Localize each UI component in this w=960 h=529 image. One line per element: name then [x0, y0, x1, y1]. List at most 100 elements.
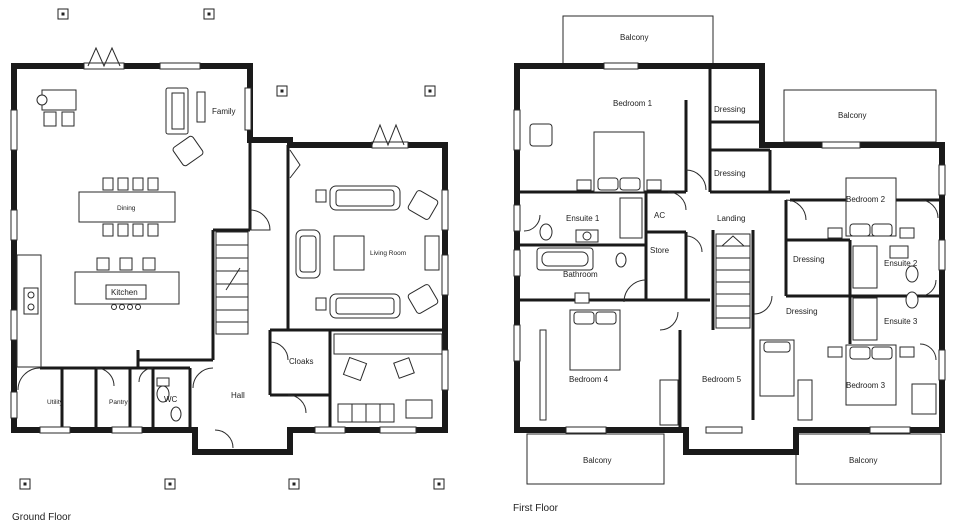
room-label-ensuite-2: Ensuite 2 — [884, 259, 918, 268]
toilet-icon — [905, 291, 919, 309]
armchair-icon — [407, 190, 439, 220]
door-swing-icon — [95, 367, 115, 387]
door-swing-icon — [659, 311, 679, 331]
survey-marker-icon — [433, 478, 445, 490]
window-icon — [10, 391, 18, 419]
door-swing-icon — [192, 367, 214, 389]
balcony-bottom-right — [795, 433, 942, 485]
room-label-bathroom: Bathroom — [563, 270, 598, 279]
window-icon — [111, 426, 143, 434]
bifold-door-icon — [289, 149, 301, 179]
armchair-icon — [393, 357, 415, 379]
room-label-balcony-right: Balcony — [838, 111, 866, 120]
dining-table-icon — [78, 177, 176, 237]
toilet-icon — [170, 406, 182, 422]
stair-icon — [215, 231, 249, 335]
survey-marker-icon — [276, 85, 288, 97]
toilet-icon — [539, 223, 553, 241]
room-label-dressing-2: Dressing — [714, 169, 746, 178]
window-icon — [513, 204, 521, 232]
sink-icon — [575, 229, 599, 243]
side-table — [315, 189, 327, 203]
room-label-store: Store — [650, 246, 670, 255]
ground-floor-plan: Family Dining Kitchen Living Room Cloaks… — [10, 46, 449, 523]
window-icon — [371, 141, 409, 149]
bifold-door-icon — [371, 123, 405, 147]
window-icon — [869, 426, 911, 434]
window-icon — [938, 349, 946, 381]
window-icon — [603, 62, 639, 70]
room-label-bedroom-3: Bedroom 3 — [846, 381, 886, 390]
room-label-kitchen: Kitchen — [111, 288, 138, 297]
bathtub-icon — [619, 197, 643, 239]
sink-icon — [889, 245, 909, 259]
room-label-balcony-bottom-right: Balcony — [849, 456, 877, 465]
bed-icon — [759, 339, 795, 397]
bathtub-icon — [852, 245, 878, 289]
survey-marker-icon — [424, 85, 436, 97]
window-icon — [39, 426, 71, 434]
first-floor-caption: First Floor — [513, 503, 559, 514]
door-swing-icon — [753, 295, 773, 315]
window-icon — [705, 426, 743, 434]
sofa-icon — [165, 87, 189, 135]
room-label-ac: AC — [654, 211, 665, 220]
room-label-bedroom-1: Bedroom 1 — [613, 99, 653, 108]
room-label-living-room: Living Room — [370, 250, 406, 257]
door-swing-icon — [269, 341, 289, 361]
side-table — [196, 91, 206, 123]
desk-icon — [333, 333, 443, 355]
window-icon — [441, 349, 449, 391]
window-icon — [10, 109, 18, 151]
side-table — [315, 297, 327, 311]
armchair-icon — [407, 284, 439, 314]
media-unit — [424, 235, 440, 271]
window-icon — [821, 141, 861, 149]
door-swing-icon — [919, 279, 937, 297]
room-label-ensuite-1: Ensuite 1 — [566, 214, 600, 223]
tv-unit — [405, 399, 433, 419]
door-swing-icon — [287, 394, 307, 414]
window-icon — [565, 426, 607, 434]
window-icon — [441, 254, 449, 296]
window-icon — [938, 239, 946, 271]
door-swing-icon — [214, 429, 234, 449]
window-icon — [244, 87, 252, 131]
room-label-family: Family — [212, 107, 236, 116]
window-icon — [10, 309, 18, 341]
survey-marker-icon — [288, 478, 300, 490]
room-label-dressing-4: Dressing — [786, 307, 818, 316]
window-icon — [938, 164, 946, 196]
sofa-icon — [329, 293, 401, 319]
sofa-icon — [329, 185, 401, 211]
room-label-utility: Utility — [47, 399, 64, 406]
wardrobe — [797, 379, 813, 421]
bed-icon — [827, 177, 915, 239]
desk-icon — [36, 89, 77, 127]
door-swing-icon — [138, 367, 154, 383]
stair-icon — [715, 233, 751, 329]
door-swing-icon — [685, 235, 703, 253]
first-floor-plan: Balcony Bedroom 1 Dressing Dressing Balc… — [513, 15, 946, 514]
room-label-wc: WC — [164, 395, 178, 404]
bed-icon — [569, 292, 621, 371]
first-windows — [513, 62, 946, 434]
room-label-landing: Landing — [717, 214, 745, 223]
survey-markers — [19, 8, 445, 490]
door-swing-icon — [685, 169, 707, 191]
room-label-cloaks: Cloaks — [289, 357, 313, 366]
hob-icon — [23, 287, 39, 315]
wardrobe — [659, 379, 679, 426]
toilet-icon — [905, 265, 919, 283]
bed-icon — [576, 131, 662, 193]
window-icon — [314, 426, 346, 434]
armchair-icon — [172, 135, 204, 167]
door-swing-icon — [249, 209, 271, 231]
survey-marker-icon — [19, 478, 31, 490]
sofa-icon — [295, 229, 321, 279]
door-swing-icon — [667, 191, 687, 211]
door-swing-icon — [919, 199, 939, 219]
first-outer-wall — [514, 63, 945, 455]
door-swing-icon — [623, 279, 647, 303]
